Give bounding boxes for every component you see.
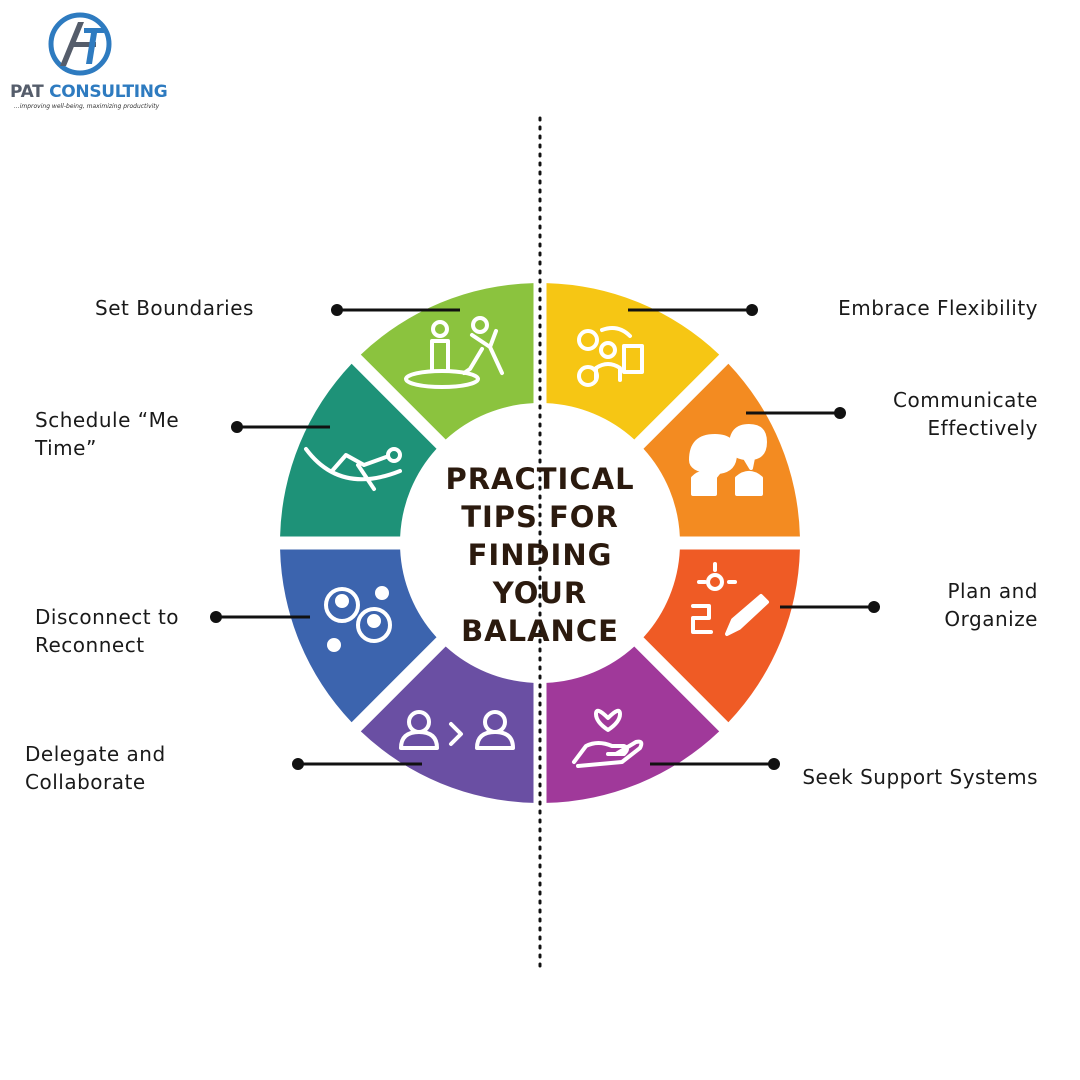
connector-disconnect-to-reconnect: [210, 611, 310, 623]
reconnect-people-icon: [324, 586, 392, 652]
tip-label-seek-support-systems: Seek Support Systems: [802, 765, 1038, 789]
connector-seek-support-systems: [650, 758, 780, 770]
heart-hand-icon: [572, 708, 644, 768]
connector-plan-and-organize: [780, 601, 880, 613]
connector-embrace-flexibility: [628, 304, 758, 316]
connector-communicate-effectively: [746, 407, 846, 419]
pat-logo: [48, 12, 112, 76]
delegate-people-icon: [399, 710, 515, 750]
tip-label-embrace-flexibility: Embrace Flexibility: [838, 296, 1038, 320]
tip-label-set-boundaries: Set Boundaries: [95, 296, 254, 320]
speech-bubbles-icon: [689, 424, 767, 496]
hammock-relax-icon: [304, 447, 402, 491]
segment-embrace-flexibility: [546, 283, 720, 440]
diagram-title: PRACTICAL TIPS FOR FINDING YOUR BALANCE: [445, 462, 635, 648]
plan-lightbulb-pencil-icon: [691, 562, 769, 636]
boundary-people-icon: [404, 316, 504, 389]
segment-disconnect-to-reconnect: [280, 549, 437, 723]
connector-set-boundaries: [331, 304, 460, 316]
brand-name: PAT CONSULTING: [10, 82, 168, 102]
brand-tagline: ...improving well-being, maximizing prod…: [14, 103, 160, 110]
segment-plan-and-organize: [643, 549, 800, 723]
connector-delegate-and-collaborate: [292, 758, 422, 770]
connector-schedule-me-time: [231, 421, 330, 433]
flexibility-icon: [577, 326, 644, 387]
segment-schedule-me-time: [280, 363, 437, 537]
